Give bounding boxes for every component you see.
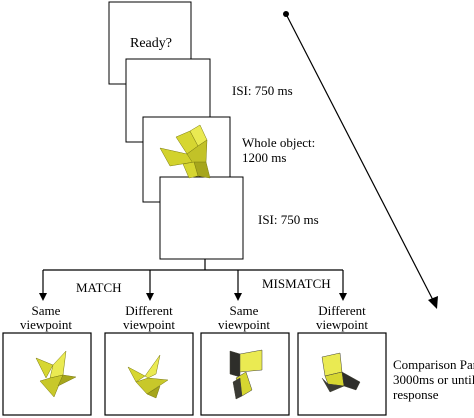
time-arrow-head <box>428 296 438 309</box>
whole-object-face-f <box>182 161 199 179</box>
comparison-part-label-line3: response <box>393 387 439 402</box>
part-2-face-a <box>127 366 146 383</box>
ready-text: Ready? <box>130 36 172 51</box>
whole-object-label-line2: 1200 ms <box>242 150 287 165</box>
arrowhead-1 <box>39 293 47 301</box>
part-3-face-yellow-top <box>239 349 263 373</box>
comparison-part-4 <box>321 352 361 393</box>
match-label: MATCH <box>76 280 122 295</box>
part-4-face-dark-left <box>321 377 345 393</box>
condition-1-line1: Same <box>31 303 61 318</box>
part-4-face-dark-right <box>341 371 361 391</box>
condition-2-line1: Different <box>125 303 173 318</box>
part-2-face-c <box>135 377 169 395</box>
comparison-frame-2 <box>104 332 194 416</box>
time-arrow-line <box>285 13 435 303</box>
branch-tree <box>42 259 344 295</box>
branch-arrowheads <box>39 293 347 301</box>
arrowhead-4 <box>339 293 347 301</box>
mismatch-label: MISMATCH <box>262 276 331 291</box>
part-3-face-dark-b <box>232 377 243 400</box>
part-1-face-a <box>35 357 54 379</box>
condition-4-line1: Different <box>318 303 366 318</box>
comparison-part-label-line2: 3000ms or until <box>393 372 474 387</box>
condition-2-line2: viewpoint <box>123 317 175 332</box>
comparison-part-2 <box>127 354 169 399</box>
condition-3-line2: viewpoint <box>218 317 270 332</box>
time-arrow <box>283 11 438 309</box>
arrowhead-2 <box>146 293 154 301</box>
whole-object-label-line1: Whole object: <box>242 135 316 150</box>
comparison-part-label-line1: Comparison Part <box>393 357 474 372</box>
condition-3-line1: Same <box>229 303 259 318</box>
comparison-part-1 <box>35 350 77 398</box>
isi-label-1: ISI: 750 ms <box>232 83 293 98</box>
arrowhead-3 <box>234 293 242 301</box>
part-3-face-dark-a <box>229 350 241 378</box>
condition-1-line2: viewpoint <box>20 317 72 332</box>
whole-object-shape <box>159 124 211 179</box>
isi-label-2: ISI: 750 ms <box>258 212 319 227</box>
part-2-face-d <box>146 385 161 399</box>
screen-isi-2 <box>159 176 244 260</box>
part-1-face-d <box>57 374 77 387</box>
comparison-part-3 <box>229 349 263 400</box>
part-2-face-b <box>144 354 161 379</box>
condition-4-line2: viewpoint <box>316 317 368 332</box>
